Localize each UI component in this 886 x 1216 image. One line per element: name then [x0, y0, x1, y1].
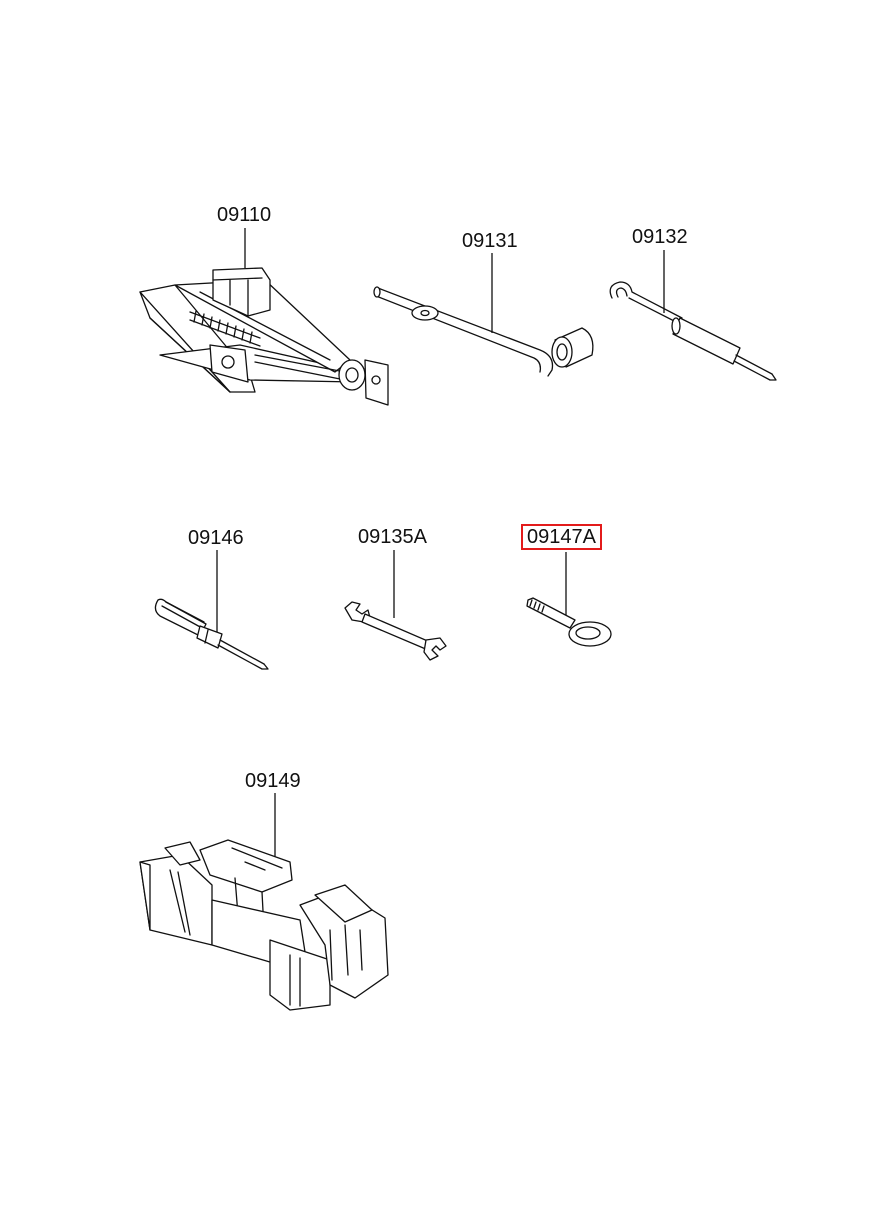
part-label-09110[interactable]: 09110	[217, 204, 272, 226]
tool-tray-icon[interactable]	[139, 793, 389, 1011]
jack-handle-icon[interactable]	[373, 253, 594, 377]
part-label-09132[interactable]: 09132	[632, 226, 688, 248]
part-label-09147A-highlighted[interactable]: 09147A	[521, 524, 602, 550]
part-label-09149[interactable]: 09149	[245, 770, 301, 792]
hook-rod-icon[interactable]	[609, 250, 777, 381]
part-label-09146[interactable]: 09146	[188, 527, 244, 549]
scissor-jack-icon[interactable]	[139, 228, 389, 406]
part-label-09135A[interactable]: 09135A	[358, 526, 427, 548]
screwdriver-icon[interactable]	[154, 550, 269, 670]
part-label-09131[interactable]: 09131	[462, 230, 518, 252]
towing-hook-icon[interactable]	[526, 552, 612, 647]
wrench-icon[interactable]	[344, 550, 447, 661]
